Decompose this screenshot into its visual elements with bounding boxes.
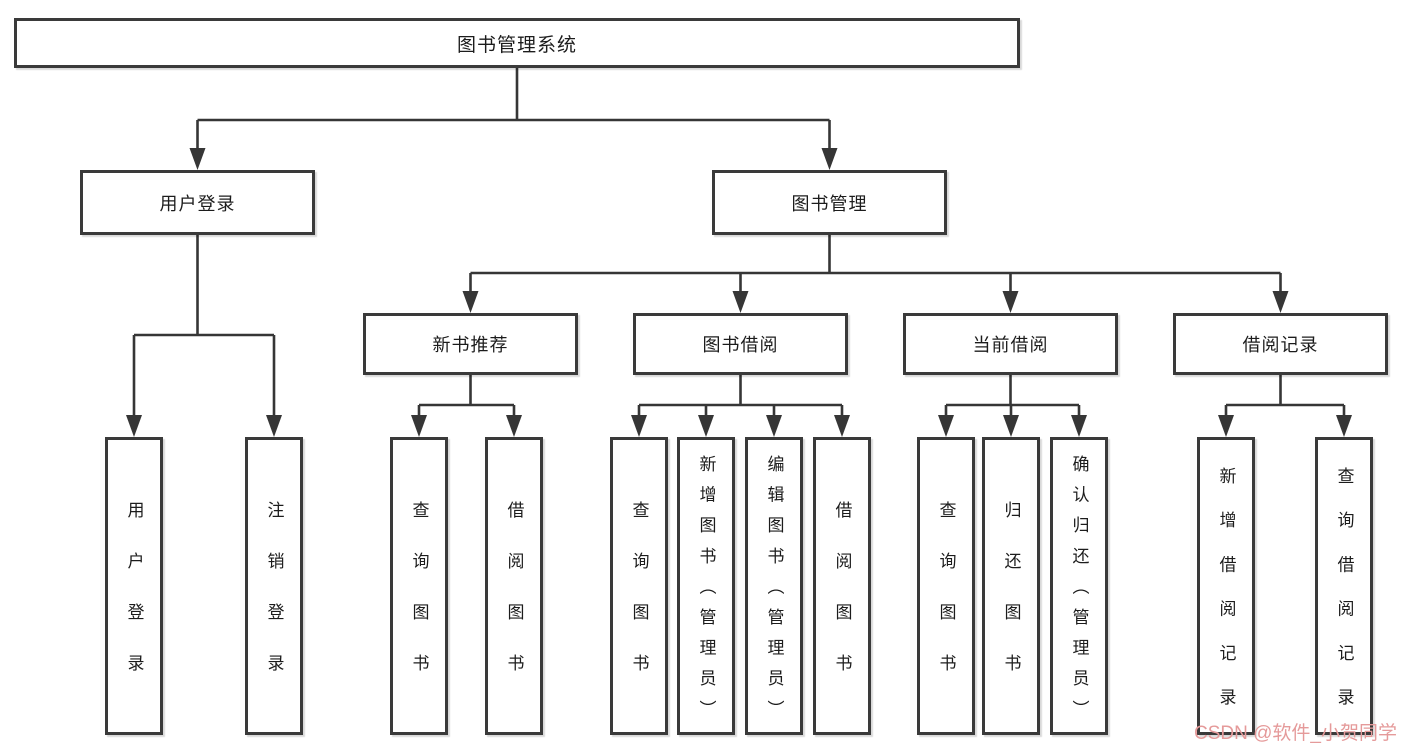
node-book-borrow-label: 图书借阅 [702,335,779,355]
node-borrow-records-label: 借阅记录 [1242,335,1319,355]
leaf-current-return-books-label: 归还图书 [1001,501,1021,705]
leaf-current-confirm-return-admin-label: 确认归还（管理员） [1069,455,1089,731]
leaf-user-login-label: 用户登录 [124,501,144,705]
node-root-label: 图书管理系统 [456,34,577,56]
leaf-current-confirm-return-admin: 确认归还（管理员） [1050,437,1108,735]
leaf-borrow-borrow-books: 借阅图书 [813,437,871,735]
leaf-logout-label: 注销登录 [264,501,284,705]
leaf-records-add-record: 新增借阅记录 [1197,437,1255,735]
leaf-current-return-books: 归还图书 [982,437,1040,735]
leaf-records-query-record-label: 查询借阅记录 [1334,467,1354,733]
node-current-borrow-label: 当前借阅 [972,335,1049,355]
leaf-borrow-edit-books-admin-label: 编辑图书（管理员） [764,455,784,731]
node-user-login: 用户登录 [80,170,315,235]
leaf-logout: 注销登录 [245,437,303,735]
node-book-management: 图书管理 [712,170,947,235]
leaf-records-add-record-label: 新增借阅记录 [1216,467,1236,733]
node-current-borrow: 当前借阅 [903,313,1118,375]
node-book-management-label: 图书管理 [791,193,868,214]
leaf-current-query-books: 查询图书 [917,437,975,735]
leaf-borrow-query-books-label: 查询图书 [629,501,649,705]
leaf-recommend-borrow-books: 借阅图书 [485,437,543,735]
leaf-borrow-query-books: 查询图书 [610,437,668,735]
leaf-borrow-borrow-books-label: 借阅图书 [832,501,852,705]
node-new-book-recommend: 新书推荐 [363,313,578,375]
leaf-recommend-query-books: 查询图书 [390,437,448,735]
leaf-recommend-query-books-label: 查询图书 [409,501,429,705]
node-user-login-label: 用户登录 [159,193,236,214]
node-book-borrow: 图书借阅 [633,313,848,375]
leaf-borrow-add-books-admin: 新增图书（管理员） [677,437,735,735]
leaf-borrow-edit-books-admin: 编辑图书（管理员） [745,437,803,735]
leaf-records-query-record: 查询借阅记录 [1315,437,1373,735]
leaf-recommend-borrow-books-label: 借阅图书 [504,501,524,705]
node-borrow-records: 借阅记录 [1173,313,1388,375]
leaf-current-query-books-label: 查询图书 [936,501,956,705]
leaf-borrow-add-books-admin-label: 新增图书（管理员） [696,455,716,731]
node-new-book-recommend-label: 新书推荐 [432,335,509,355]
node-root-system: 图书管理系统 [14,18,1020,68]
leaf-user-login: 用户登录 [105,437,163,735]
